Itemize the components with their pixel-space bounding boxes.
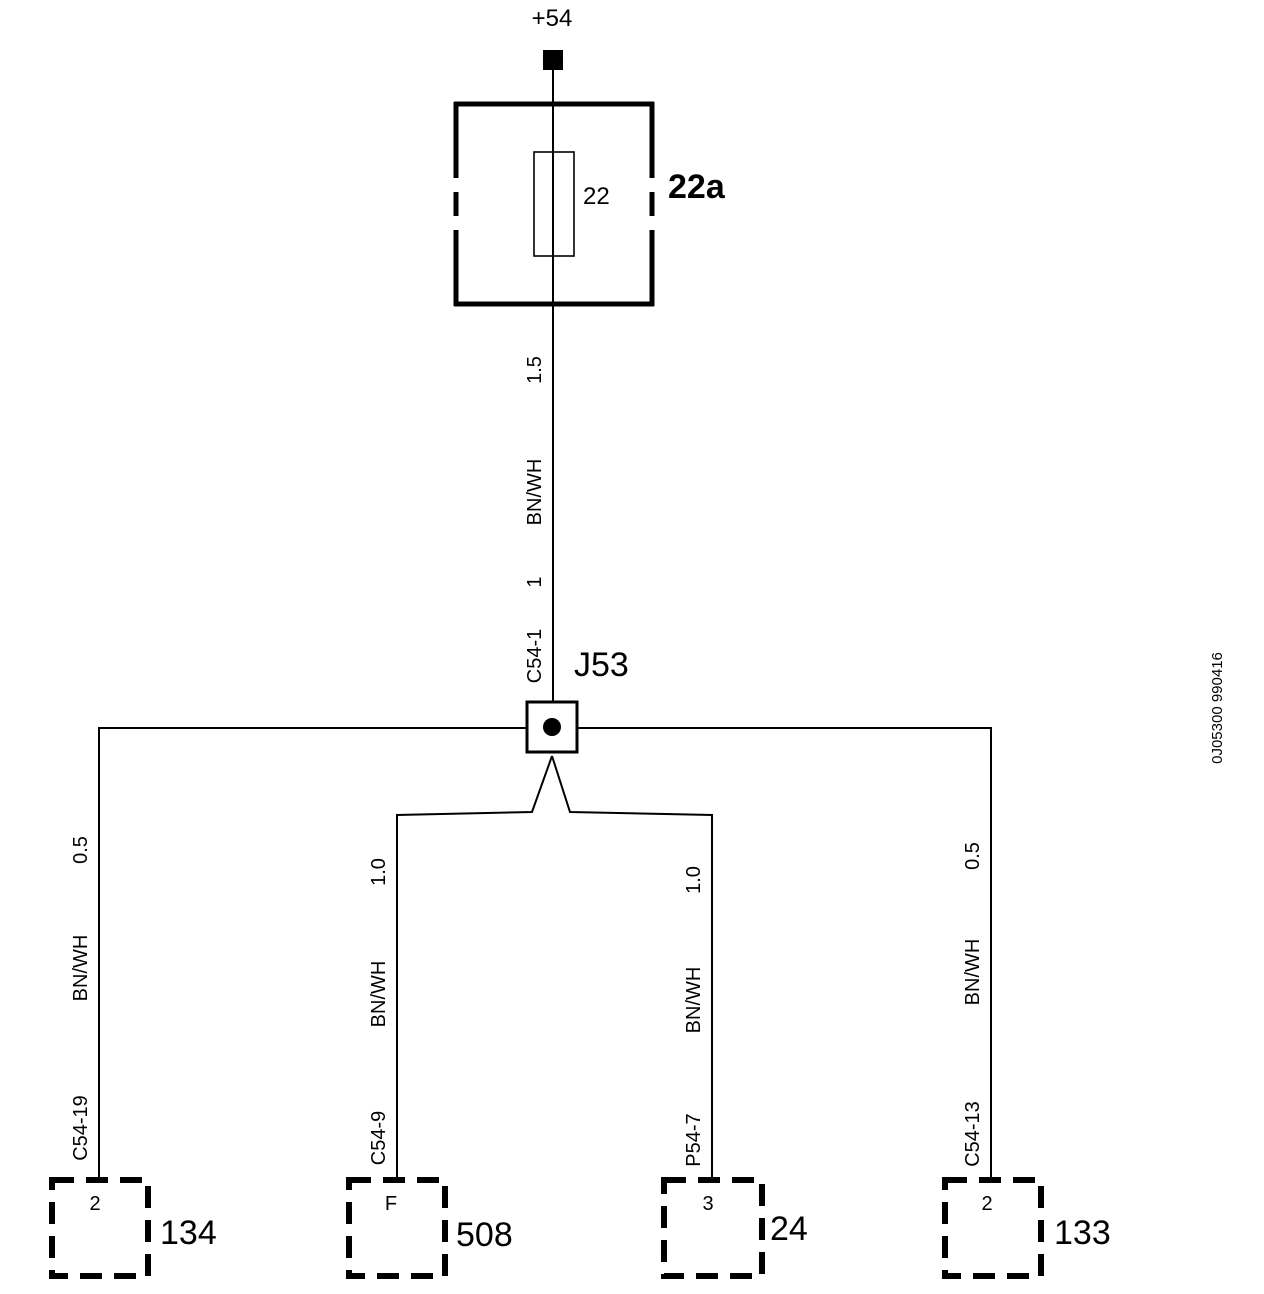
main-wire-size: 1.5	[524, 356, 546, 384]
component-24-label: 24	[770, 1210, 808, 1248]
branch-134-color: BN/WH	[70, 935, 92, 1002]
component-508-label: 508	[456, 1216, 513, 1254]
fuse-number: 22	[583, 183, 610, 210]
branch-133-size: 0.5	[962, 842, 984, 870]
branch-508-color: BN/WH	[368, 961, 390, 1028]
junction-label: J53	[574, 646, 629, 684]
branch-134-size: 0.5	[70, 836, 92, 864]
component-24: 3 24	[661, 1177, 808, 1279]
component-133-label: 133	[1054, 1214, 1111, 1252]
component-133: 2 133	[942, 1177, 1111, 1279]
component-134-pin: 2	[89, 1193, 100, 1215]
branch-508-wire	[396, 755, 553, 1180]
reference-code: 0J05300 990416	[1209, 652, 1226, 764]
branch-24-labels: 1.0 BN/WH P54-7	[683, 866, 705, 1167]
junction-dot	[543, 718, 561, 736]
component-24-pin: 3	[702, 1193, 713, 1215]
component-508: F 508	[346, 1177, 513, 1279]
supply-terminal	[543, 50, 563, 70]
supply-label: +54	[532, 5, 573, 32]
branch-508-size: 1.0	[368, 858, 390, 886]
branch-133-labels: 0.5 BN/WH C54-13	[962, 842, 984, 1167]
branch-134-labels: 0.5 BN/WH C54-19	[70, 836, 92, 1161]
branch-133-color: BN/WH	[962, 939, 984, 1006]
branch-133-connector: C54-13	[962, 1101, 984, 1167]
main-wire-connector: C54-1	[524, 629, 546, 683]
fuse-element	[533, 151, 575, 257]
branch-134-connector: C54-19	[70, 1095, 92, 1161]
main-wire-color: BN/WH	[524, 459, 546, 526]
component-133-pin: 2	[981, 1193, 992, 1215]
component-134-label: 134	[160, 1214, 217, 1252]
fuse-box-label: 22a	[668, 168, 726, 206]
component-134: 2 134	[49, 1177, 217, 1279]
branch-24-color: BN/WH	[683, 967, 705, 1034]
component-508-pin: F	[385, 1193, 397, 1215]
branch-24-wire	[551, 755, 713, 1180]
branch-24-connector: P54-7	[683, 1113, 705, 1166]
branch-24-size: 1.0	[683, 866, 705, 894]
branch-508-connector: C54-9	[368, 1111, 390, 1165]
fuse-box	[453, 101, 655, 307]
main-wire-size-2: 1	[524, 576, 546, 587]
branch-508-labels: 1.0 BN/WH C54-9	[368, 858, 390, 1165]
